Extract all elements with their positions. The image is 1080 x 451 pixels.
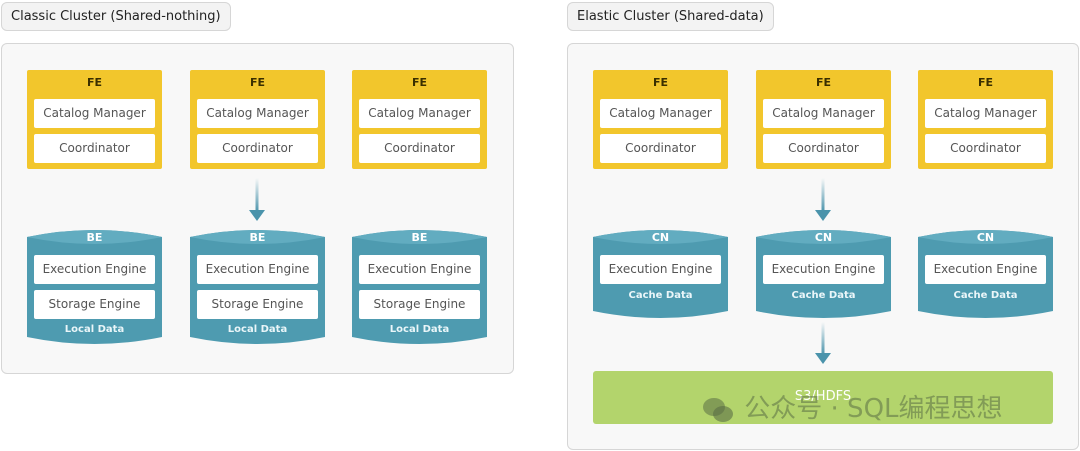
coordinator-box: Coordinator — [763, 134, 884, 163]
watermark: 公众号 · SQL编程思想 — [700, 388, 1003, 425]
catalog-manager-box: Catalog Manager — [763, 99, 884, 128]
catalog-manager-box: Catalog Manager — [925, 99, 1046, 128]
local-data-label: Local Data — [389, 324, 450, 335]
execution-engine-box: Execution Engine — [197, 255, 318, 284]
execution-engine-box: Execution Engine — [359, 255, 480, 284]
storage-engine-box: Storage Engine — [359, 290, 480, 319]
elastic-cluster-title: Elastic Cluster (Shared-data) — [567, 2, 774, 31]
down-arrow-icon — [813, 322, 833, 364]
watermark-text: 公众号 · SQL编程思想 — [744, 394, 1003, 424]
coordinator-box: Coordinator — [925, 134, 1046, 163]
s3-hdfs-storage: S3/HDFS — [593, 371, 1053, 424]
down-arrow-icon — [247, 178, 267, 221]
execution-engine-box: Execution Engine — [34, 255, 155, 284]
cache-data-label: Cache Data — [953, 290, 1018, 301]
coordinator-box: Coordinator — [197, 134, 318, 163]
storage-engine-box: Storage Engine — [34, 290, 155, 319]
fe-label: FE — [815, 76, 832, 89]
classic-cluster-title: Classic Cluster (Shared-nothing) — [1, 2, 231, 31]
coordinator-box: Coordinator — [359, 134, 480, 163]
node-label: BE — [86, 231, 103, 244]
execution-engine-box: Execution Engine — [600, 255, 721, 284]
storage-engine-box: Storage Engine — [197, 290, 318, 319]
fe-label: FE — [977, 76, 994, 89]
down-arrow-icon — [813, 178, 833, 221]
coordinator-box: Coordinator — [34, 134, 155, 163]
node-label: CN — [651, 231, 670, 244]
catalog-manager-box: Catalog Manager — [197, 99, 318, 128]
cache-data-label: Cache Data — [791, 290, 856, 301]
execution-engine-box: Execution Engine — [763, 255, 884, 284]
storage-label: S3/HDFS — [794, 389, 852, 404]
catalog-manager-box: Catalog Manager — [359, 99, 480, 128]
local-data-label: Local Data — [64, 324, 125, 335]
local-data-label: Local Data — [227, 324, 288, 335]
fe-label: FE — [652, 76, 669, 89]
catalog-manager-box: Catalog Manager — [34, 99, 155, 128]
fe-label: FE — [411, 76, 428, 89]
fe-label: FE — [86, 76, 103, 89]
node-label: BE — [411, 231, 428, 244]
wechat-icon — [703, 397, 733, 422]
fe-label: FE — [249, 76, 266, 89]
catalog-manager-box: Catalog Manager — [600, 99, 721, 128]
coordinator-box: Coordinator — [600, 134, 721, 163]
execution-engine-box: Execution Engine — [925, 255, 1046, 284]
node-label: CN — [976, 231, 995, 244]
node-label: BE — [249, 231, 266, 244]
cache-data-label: Cache Data — [628, 290, 693, 301]
node-label: CN — [814, 231, 833, 244]
